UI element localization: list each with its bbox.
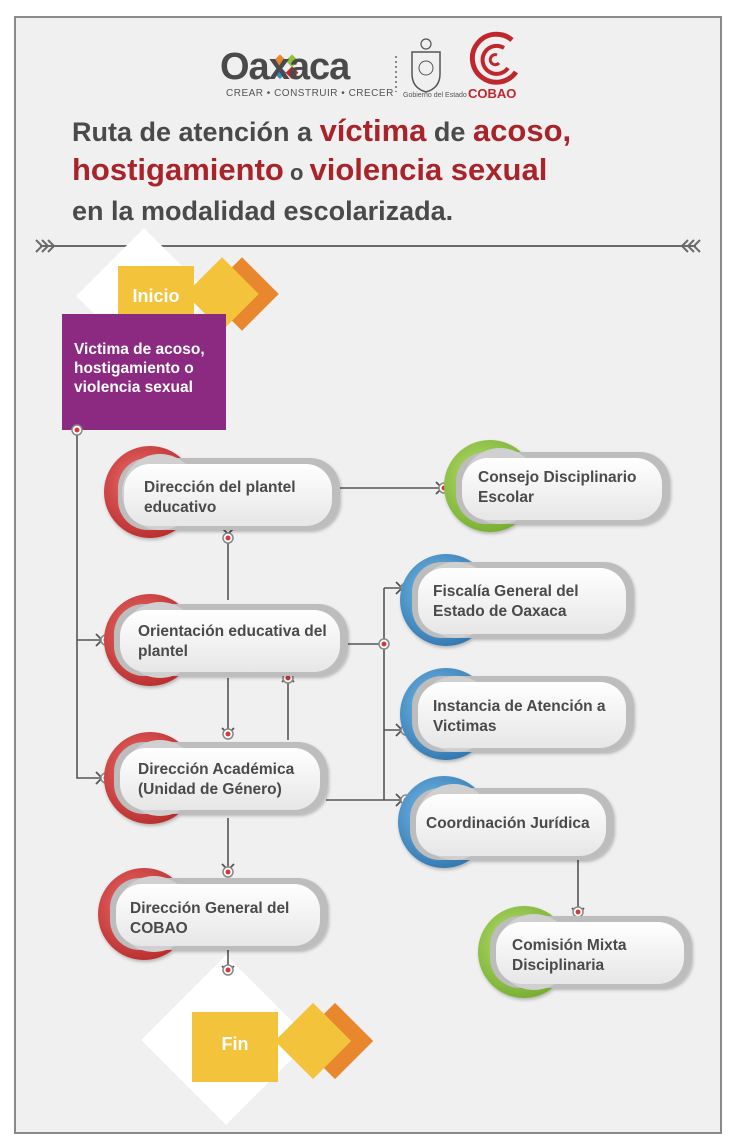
- victim-box: [62, 314, 226, 430]
- title-segment: Ruta de atención a: [72, 117, 320, 147]
- title-segment: en la modalidad escolarizada.: [72, 196, 454, 226]
- title-segment: o: [283, 160, 310, 185]
- node-direccion-academica: [104, 732, 328, 824]
- title-segment: de: [426, 117, 473, 147]
- gobierno-caption: Gobierno del Estado: [403, 92, 467, 99]
- end-label: Fin: [221, 1034, 249, 1054]
- coat-of-arms-icon: [411, 38, 441, 93]
- oaxaca-logo-text: Oaxaca: [220, 46, 350, 88]
- victim-label: Victima de acoso, hostigamiento o violen…: [74, 341, 205, 396]
- fiscalia-label: Fiscalía General del Estado de Oaxaca: [433, 583, 579, 620]
- node-consejo: [444, 440, 670, 532]
- node-coordinacion: [398, 776, 614, 868]
- end-diamond: [141, 955, 374, 1125]
- cobao-logo-text: COBAO: [468, 86, 517, 101]
- direccion-general-label: Dirección General del COBAO: [130, 900, 290, 937]
- node-direccion-plantel: [104, 446, 340, 538]
- node-fiscalia: [400, 554, 634, 646]
- title-highlight: acoso,: [472, 113, 572, 148]
- comision-label: Comisión Mixta Disciplinaria: [512, 937, 627, 974]
- connectors: [76, 432, 579, 972]
- title-highlight: víctima: [319, 113, 427, 148]
- coordinacion-label: Coordinación Jurídica: [426, 815, 590, 832]
- title-highlight: hostigamiento: [72, 152, 284, 187]
- page-title: Ruta de atención a víctima de acoso, hos…: [72, 112, 712, 230]
- cobao-logo-icon: [469, 31, 519, 85]
- start-label: Inicio: [132, 286, 180, 306]
- oaxaca-logo-icon: [273, 54, 299, 80]
- orientacion-label: Orientación educativa del plantel: [138, 623, 327, 660]
- node-direccion-general: [98, 868, 328, 960]
- direccion-plantel-label: Dirección del plantel educativo: [144, 479, 296, 516]
- direccion-academica-label: Dirección Académica (Unidad de Género): [138, 761, 295, 798]
- title-highlight: violencia sexual: [309, 152, 548, 187]
- consejo-label: Consejo Disciplinario Escolar: [478, 469, 637, 506]
- oaxaca-tagline: CREAR • CONSTRUIR • CRECER: [226, 88, 394, 99]
- node-comision: [478, 906, 692, 998]
- node-orientacion: [104, 594, 348, 686]
- node-instancia: [400, 668, 634, 760]
- instancia-label: Instancia de Atención a Victimas: [433, 698, 606, 735]
